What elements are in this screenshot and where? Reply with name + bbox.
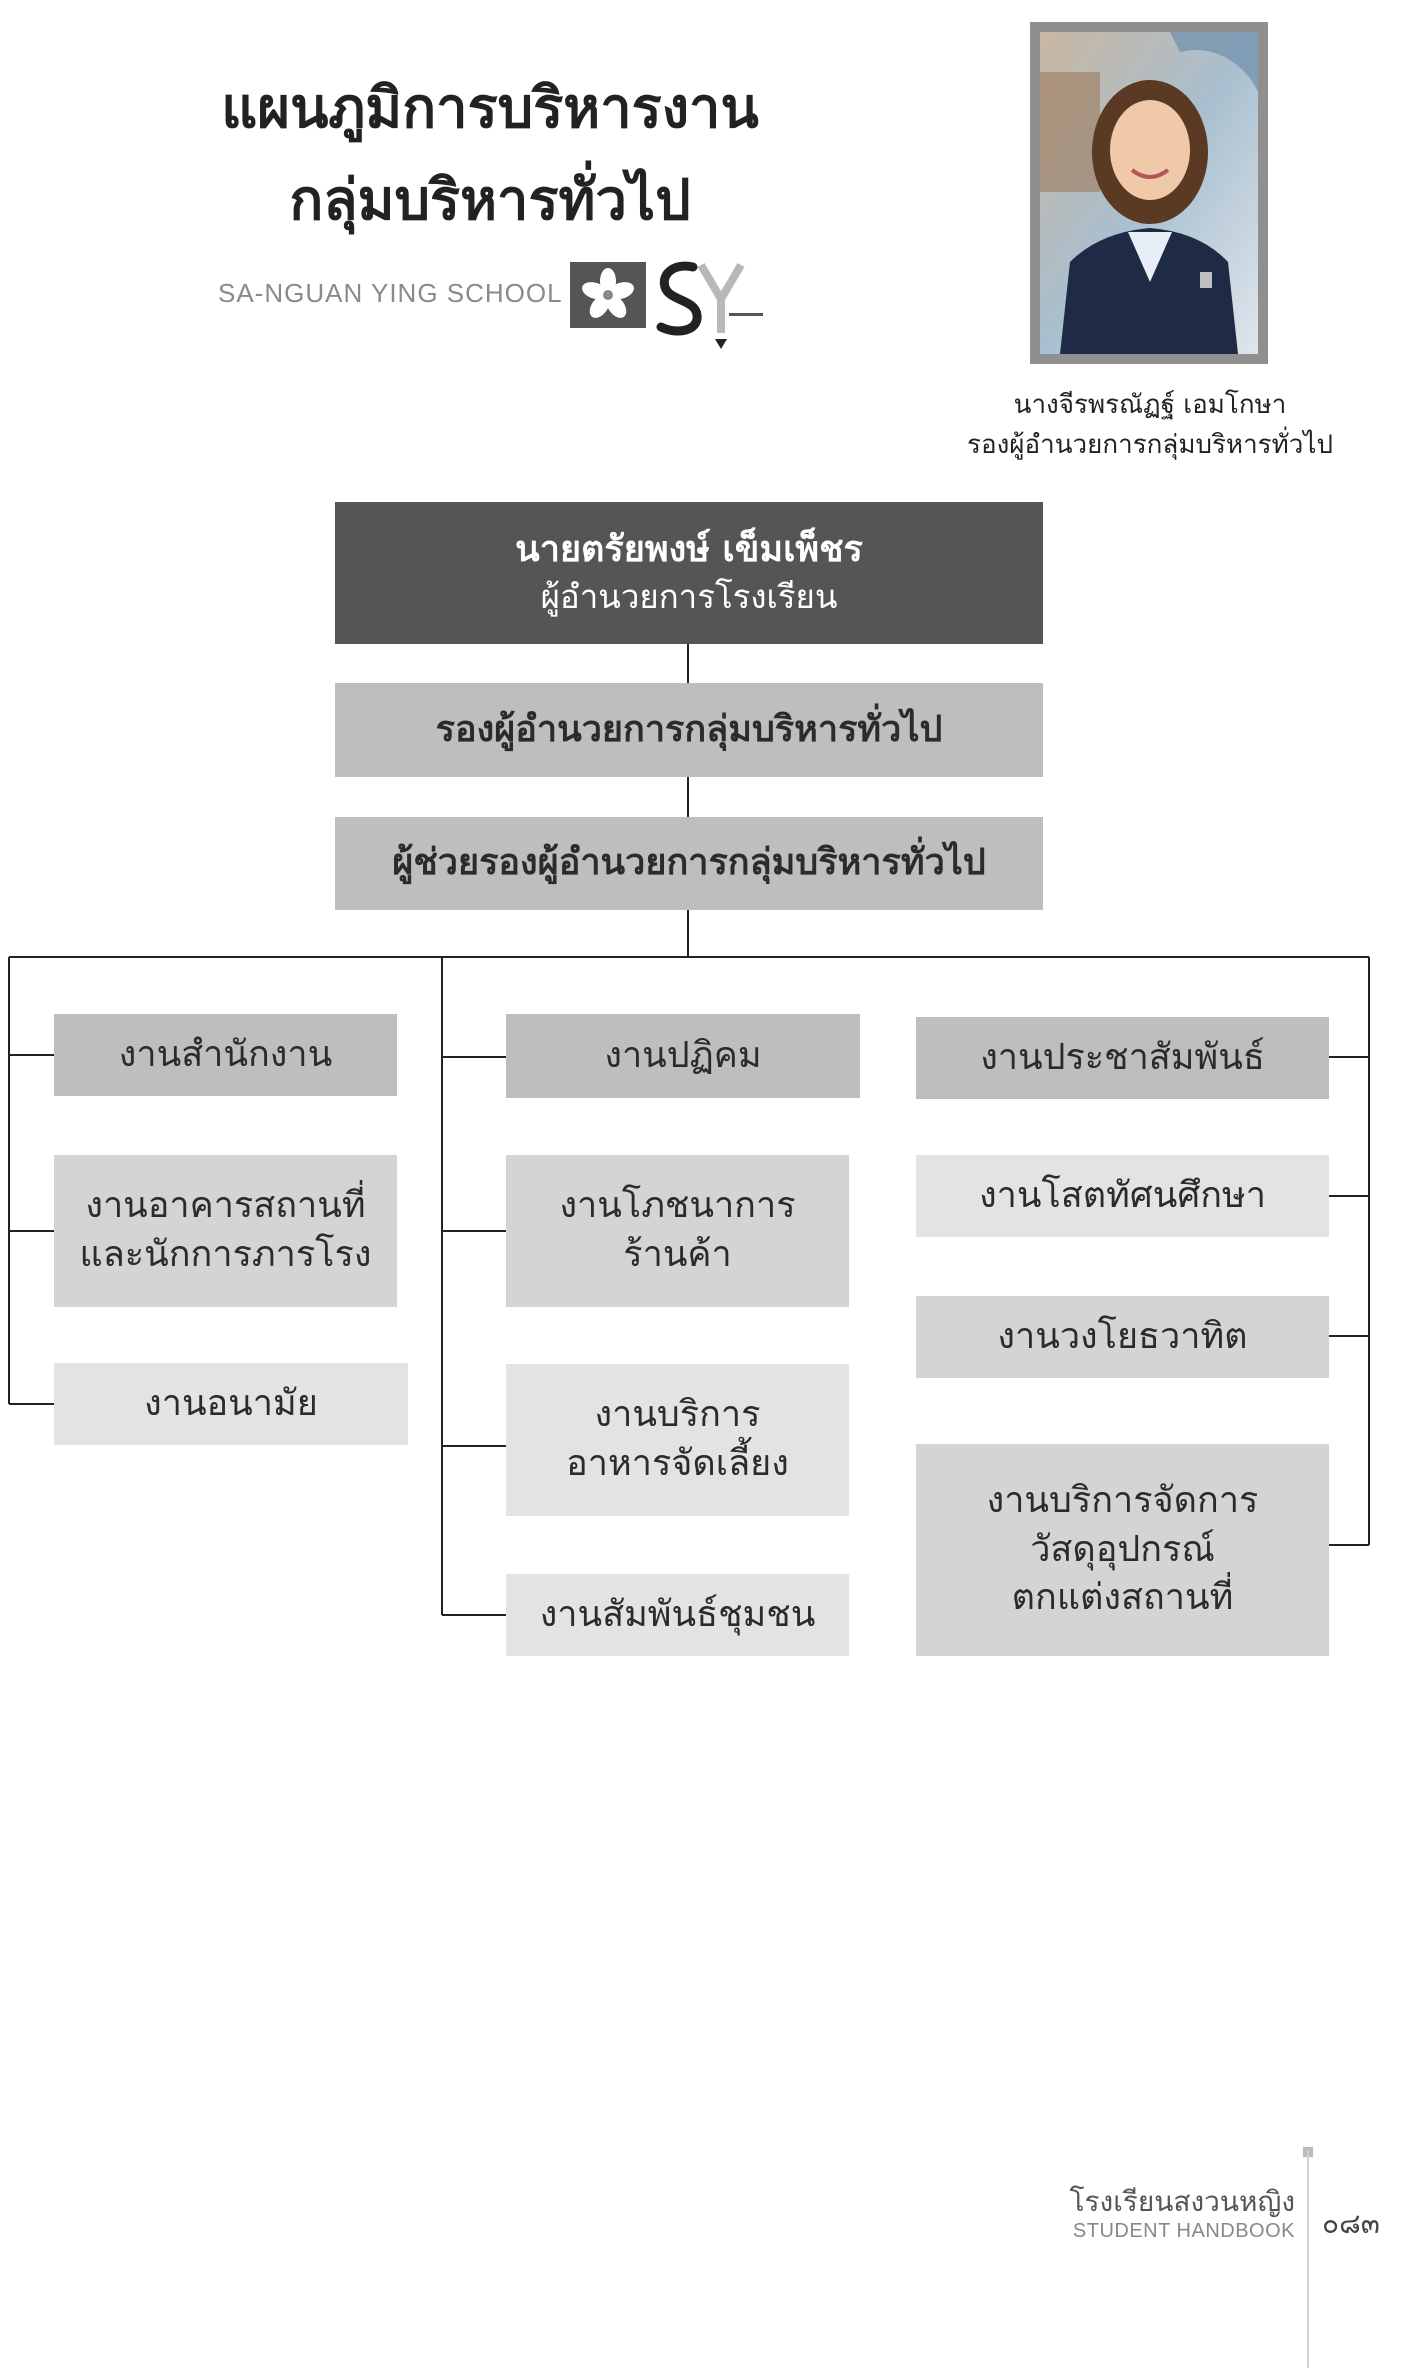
person-name: นางจีรพรณัฏฐ์ เอมโกษา — [1013, 390, 1287, 420]
pr-box: งานประชาสัมพันธ์ — [916, 1017, 1329, 1099]
canteen-box: งานโภชนาการ ร้านค้า — [506, 1155, 849, 1307]
portrait-photo — [1040, 32, 1258, 354]
canteen-line2: ร้านค้า — [623, 1234, 732, 1275]
health-box: งานอนามัย — [54, 1363, 408, 1445]
supplies-line3: ตกแต่งสถานที่ — [1011, 1577, 1234, 1619]
footer-handbook: STUDENT HANDBOOK — [1072, 2220, 1295, 2242]
director-box: นายตรัยพงษ์ เข็มเพ็ชร ผู้อำนวยการโรงเรีย… — [335, 502, 1043, 644]
director-role: ผู้อำนวยการโรงเรียน — [540, 577, 838, 617]
deputy-box: รองผู้อำนวยการกลุ่มบริหารทั่วไป — [335, 683, 1043, 777]
chart-title-line2: กลุ่มบริหารทั่วไป — [289, 168, 691, 233]
flower-logo-icon — [570, 262, 646, 328]
person-role: รองผู้อำนวยการกลุ่มบริหารทั่วไป — [967, 430, 1333, 460]
footer-school-name: โรงเรียนสงวนหญิง — [1069, 2185, 1295, 2218]
director-name: นายตรัยพงษ์ เข็มเพ็ชร — [515, 529, 863, 571]
catering-line2: อาหารจัดเลี้ยง — [566, 1443, 789, 1484]
portrait-frame — [1030, 22, 1268, 364]
building-line2: และนักการภารโรง — [79, 1234, 372, 1275]
supplies-line1: งานบริการจัดการ — [986, 1480, 1259, 1522]
school-name: SA-NGUAN YING SCHOOL — [218, 278, 563, 308]
page-number: ๐๘๓ — [1322, 2207, 1380, 2240]
assistant-box: ผู้ช่วยรองผู้อำนวยการกลุ่มบริหารทั่วไป — [335, 817, 1043, 910]
chart-title-line1: แผนภูมิการบริหารงาน — [221, 76, 759, 141]
building-box: งานอาคารสถานที่ และนักการภารโรง — [54, 1155, 397, 1307]
catering-line1: งานบริการ — [594, 1394, 761, 1436]
footer-divider — [1307, 2150, 1309, 2368]
calendar-box: งานปฏิคม — [506, 1014, 860, 1098]
community-box: งานสัมพันธ์ชุมชน — [506, 1574, 849, 1656]
band-box: งานวงโยธวาทิต — [916, 1296, 1329, 1378]
sy-logo-icon — [656, 261, 763, 349]
canteen-line1: งานโภชนาการ — [559, 1185, 796, 1227]
office-box: งานสำนักงาน — [54, 1014, 397, 1096]
av-box: งานโสตทัศนศึกษา — [916, 1155, 1329, 1237]
supplies-box: งานบริการจัดการ วัสดุอุปกรณ์ ตกแต่งสถานท… — [916, 1444, 1329, 1656]
catering-box: งานบริการ อาหารจัดเลี้ยง — [506, 1364, 849, 1516]
building-line1: งานอาคารสถานที่ — [85, 1185, 366, 1227]
supplies-line2: วัสดุอุปกรณ์ — [1030, 1528, 1215, 1570]
